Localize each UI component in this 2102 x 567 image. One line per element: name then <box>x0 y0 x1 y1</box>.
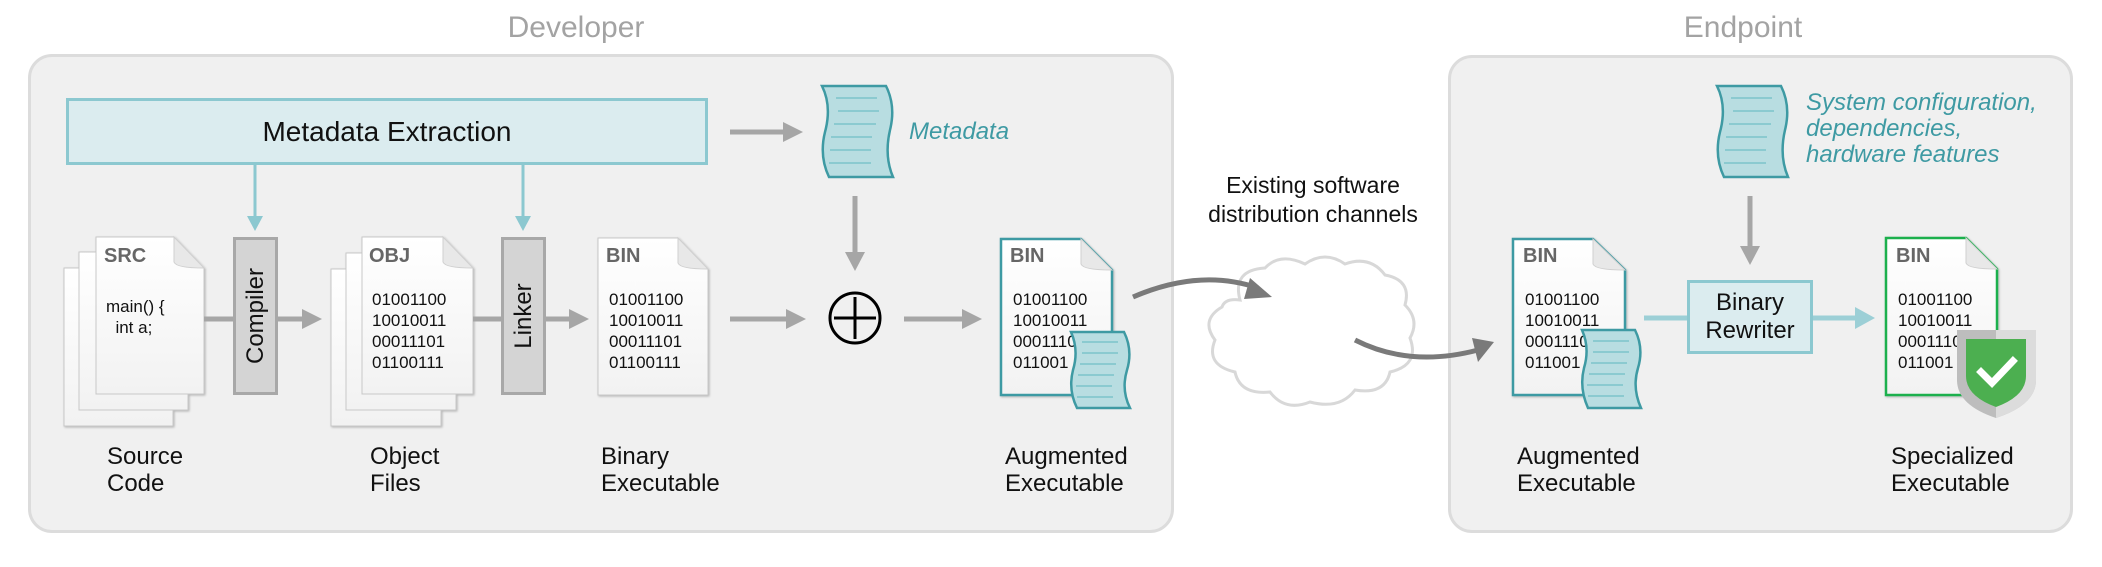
compiler-box: Compiler <box>233 237 278 395</box>
source-doc-tag: SRC <box>104 245 147 267</box>
binary-executable-label: Binary Executable <box>601 443 720 497</box>
verified-shield-icon <box>1957 330 2036 418</box>
source-doc-content: main() { int a; <box>106 297 165 337</box>
extraction-to-compiler-arrow <box>247 165 263 231</box>
specialized-doc-tag: BIN <box>1896 245 1931 267</box>
source-code-pages-icon <box>63 235 206 427</box>
extraction-to-linker-arrow <box>515 165 531 231</box>
object-files-pages-icon <box>330 235 475 427</box>
linker-to-binary-arrow <box>546 309 589 329</box>
extraction-to-metadata-arrow <box>730 122 803 142</box>
augmented-metadata-scroll-icon <box>1069 330 1133 410</box>
augmented-doc-content: 01001100 10010011 0001110 011001 <box>1013 290 1088 372</box>
system-info-scroll-icon <box>1714 84 1790 179</box>
source-code-label: Source Code <box>107 443 184 497</box>
metadata-to-combine-arrow <box>845 196 865 271</box>
specialized-doc-content: 01001100 10010011 0001110 011001 <box>1898 290 1973 372</box>
combine-to-augmented-arrow <box>904 309 982 329</box>
metadata-scroll-icon <box>819 84 895 179</box>
binary-doc-content: 01001100 10010011 00011101 01100111 <box>609 290 684 372</box>
compiler-to-object-arrow <box>278 309 322 329</box>
binary-doc-tag: BIN <box>606 245 641 267</box>
rewriter-to-specialized-arrow <box>1813 307 1875 329</box>
distribution-to-endpoint-arrow <box>1353 337 1494 362</box>
object-doc-tag: OBJ <box>369 245 411 267</box>
endpoint-augmented-doc-content: 01001100 10010011 0001110 011001 <box>1525 290 1600 372</box>
specialized-executable-label: Specialized Executable <box>1891 443 2014 497</box>
binary-to-combine-arrow <box>730 309 806 329</box>
augmented-to-distribution-arrow <box>1132 277 1272 300</box>
system-info-label: System configuration, dependencies, hard… <box>1806 89 2037 168</box>
endpoint-augmented-metadata-scroll-icon <box>1580 328 1643 410</box>
distribution-channels-label: Existing software distribution channels <box>1208 172 1418 227</box>
binary-rewriter-box: Binary Rewriter <box>1687 280 1813 354</box>
developer-title: Developer <box>507 11 645 44</box>
metadata-extraction-box: Metadata Extraction <box>66 98 708 165</box>
endpoint-augmented-executable-label: Augmented Executable <box>1517 443 1640 497</box>
augmented-doc-tag: BIN <box>1010 245 1045 267</box>
endpoint-augmented-doc-tag: BIN <box>1523 245 1558 267</box>
augmented-executable-label: Augmented Executable <box>1005 443 1128 497</box>
object-files-label: Object Files <box>370 443 440 497</box>
combine-plus-icon <box>828 291 882 345</box>
system-info-to-rewriter-arrow <box>1740 196 1760 265</box>
metadata-label: Metadata <box>909 118 1010 145</box>
linker-box: Linker <box>501 237 546 395</box>
binary-executable-page-icon <box>597 236 710 396</box>
object-doc-content: 01001100 10010011 00011101 01100111 <box>372 290 447 372</box>
endpoint-title: Endpoint <box>1683 11 1803 44</box>
